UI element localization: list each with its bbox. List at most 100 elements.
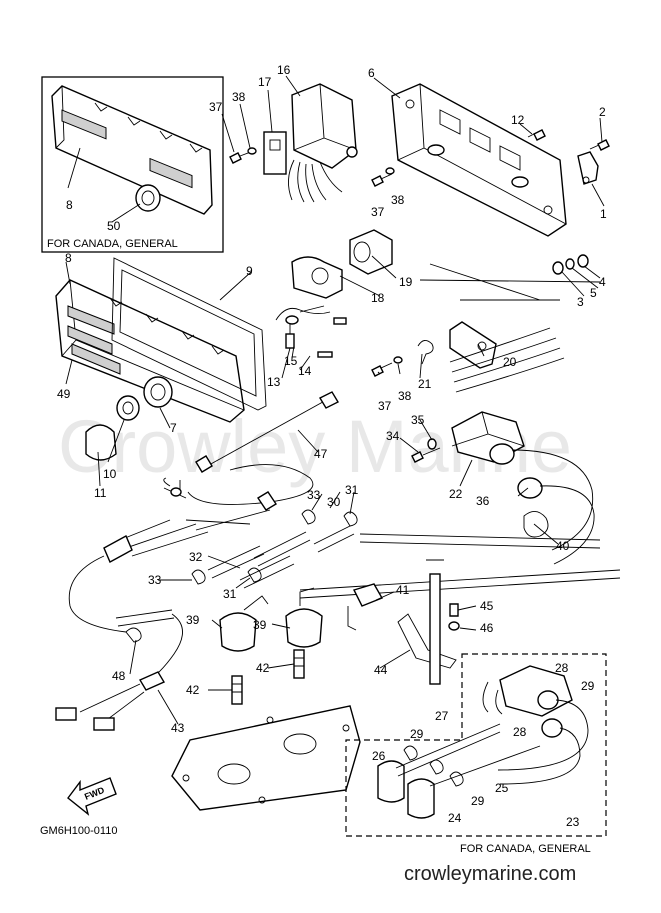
wire-harness-small — [275, 305, 347, 358]
clamps-31-33 — [191, 509, 358, 585]
spark-plug-left — [231, 675, 243, 705]
flywheel-cover — [55, 279, 245, 423]
part-label-45: 45 — [480, 599, 494, 613]
part-label-28a: 28 — [555, 661, 569, 675]
tubes-30-32 — [207, 525, 621, 599]
part-label-2: 2 — [599, 105, 606, 119]
inset-top-left: FOR CANADA, GENERAL — [41, 76, 224, 253]
part-label-37b: 37 — [371, 205, 385, 219]
part-label-17: 17 — [258, 75, 272, 89]
part-label-36: 36 — [476, 494, 490, 508]
part-label-27: 27 — [435, 709, 449, 723]
part-label-29a: 29 — [581, 679, 595, 693]
part-label-30: 30 — [327, 495, 341, 509]
part-label-9: 9 — [246, 264, 253, 278]
ignition-coil — [451, 411, 595, 565]
main-wire-harness — [68, 464, 314, 633]
part-label-42a: 42 — [186, 683, 200, 697]
part-labels: 2 1 3 4 5 6 7 8 8 9 10 11 12 13 14 15 16… — [57, 63, 607, 829]
part-label-23: 23 — [566, 815, 580, 829]
part-label-42b: 42 — [256, 661, 270, 675]
bolt-2-icon — [589, 139, 610, 151]
part-label-37c: 37 — [378, 399, 392, 413]
part-label-18: 18 — [371, 291, 385, 305]
rectifier-regulator — [291, 229, 393, 299]
spark-plug-leads — [419, 263, 601, 393]
part-label-38b: 38 — [391, 193, 405, 207]
ignition-module — [263, 83, 358, 203]
part-label-44: 44 — [374, 663, 388, 677]
part-label-11: 11 — [94, 486, 107, 500]
part-label-5: 5 — [590, 286, 597, 300]
grommet-10-icon — [116, 395, 140, 421]
part-label-8a: 8 — [66, 198, 73, 212]
part-label-41: 41 — [396, 583, 410, 597]
bolt-37-top-icon — [229, 147, 257, 164]
part-label-6: 6 — [368, 66, 375, 80]
cap-11-icon — [85, 424, 117, 461]
bracket-1-icon — [577, 151, 599, 185]
part-label-20: 20 — [503, 355, 517, 369]
plug-cap-41 — [347, 583, 384, 631]
part-label-38a: 38 — [232, 90, 246, 104]
part-label-32: 32 — [189, 550, 203, 564]
washer-46-icon — [448, 621, 460, 631]
part-label-29b: 29 — [410, 727, 424, 741]
part-label-40: 40 — [556, 539, 570, 553]
inset-bottom-caption: FOR CANADA, GENERAL — [460, 843, 591, 855]
part-label-21: 21 — [418, 377, 432, 391]
plug-cap-left — [219, 595, 269, 652]
part-label-35: 35 — [411, 413, 425, 427]
part-label-28b: 28 — [513, 725, 527, 739]
bolt-37-mid-icon — [371, 167, 395, 187]
coil-bracket-20 — [449, 321, 497, 369]
part-label-49: 49 — [57, 387, 71, 401]
part-label-7: 7 — [170, 421, 177, 435]
part-label-14: 14 — [298, 364, 312, 378]
cylinder-head — [171, 705, 361, 811]
bolt-45-icon — [449, 603, 459, 617]
part-label-3a: 3 — [577, 295, 584, 309]
bolt-34-icon — [411, 447, 441, 463]
washer-35-icon — [427, 438, 437, 450]
part-label-1: 1 — [600, 207, 607, 221]
part-label-38c: 38 — [398, 389, 412, 403]
part-label-46: 46 — [480, 621, 494, 635]
part-label-15: 15 — [284, 354, 298, 368]
leader-lines — [65, 75, 605, 725]
part-label-33a: 33 — [307, 488, 321, 502]
part-label-31b: 31 — [223, 587, 237, 601]
part-label-26: 26 — [372, 749, 386, 763]
part-label-47: 47 — [314, 447, 328, 461]
part-label-48: 48 — [112, 669, 126, 683]
part-label-29c: 29 — [471, 794, 485, 808]
part-label-12: 12 — [511, 113, 525, 127]
spark-plug-right — [293, 649, 305, 679]
part-label-39b: 39 — [253, 618, 267, 632]
part-label-33b: 33 — [148, 573, 162, 587]
part-label-31a: 31 — [345, 483, 359, 497]
part-label-25: 25 — [495, 781, 509, 795]
part-label-39a: 39 — [186, 613, 200, 627]
electrical-bracket-plate — [391, 83, 567, 237]
part-label-19: 19 — [399, 275, 413, 289]
bracket-44 — [397, 559, 457, 685]
part-label-22: 22 — [449, 487, 463, 501]
part-label-10: 10 — [103, 467, 117, 481]
inset-top-caption: FOR CANADA, GENERAL — [47, 238, 178, 250]
part-label-8b: 8 — [65, 251, 72, 265]
clamp-21-icon — [417, 340, 434, 365]
washers-3-5-4 — [552, 254, 589, 275]
part-label-24: 24 — [448, 811, 462, 825]
part-label-50: 50 — [107, 219, 121, 233]
stator-lead-47 — [195, 391, 339, 473]
part-label-37a: 37 — [209, 100, 223, 114]
part-label-43: 43 — [171, 721, 185, 735]
part-label-4: 4 — [599, 275, 606, 289]
bolt-37-low-icon — [371, 356, 403, 377]
fwd-arrow-icon: FWD — [67, 777, 117, 816]
bolt-12-icon — [527, 129, 546, 141]
part-label-16: 16 — [277, 63, 291, 77]
footer-site-text: crowleymarine.com — [404, 863, 576, 885]
